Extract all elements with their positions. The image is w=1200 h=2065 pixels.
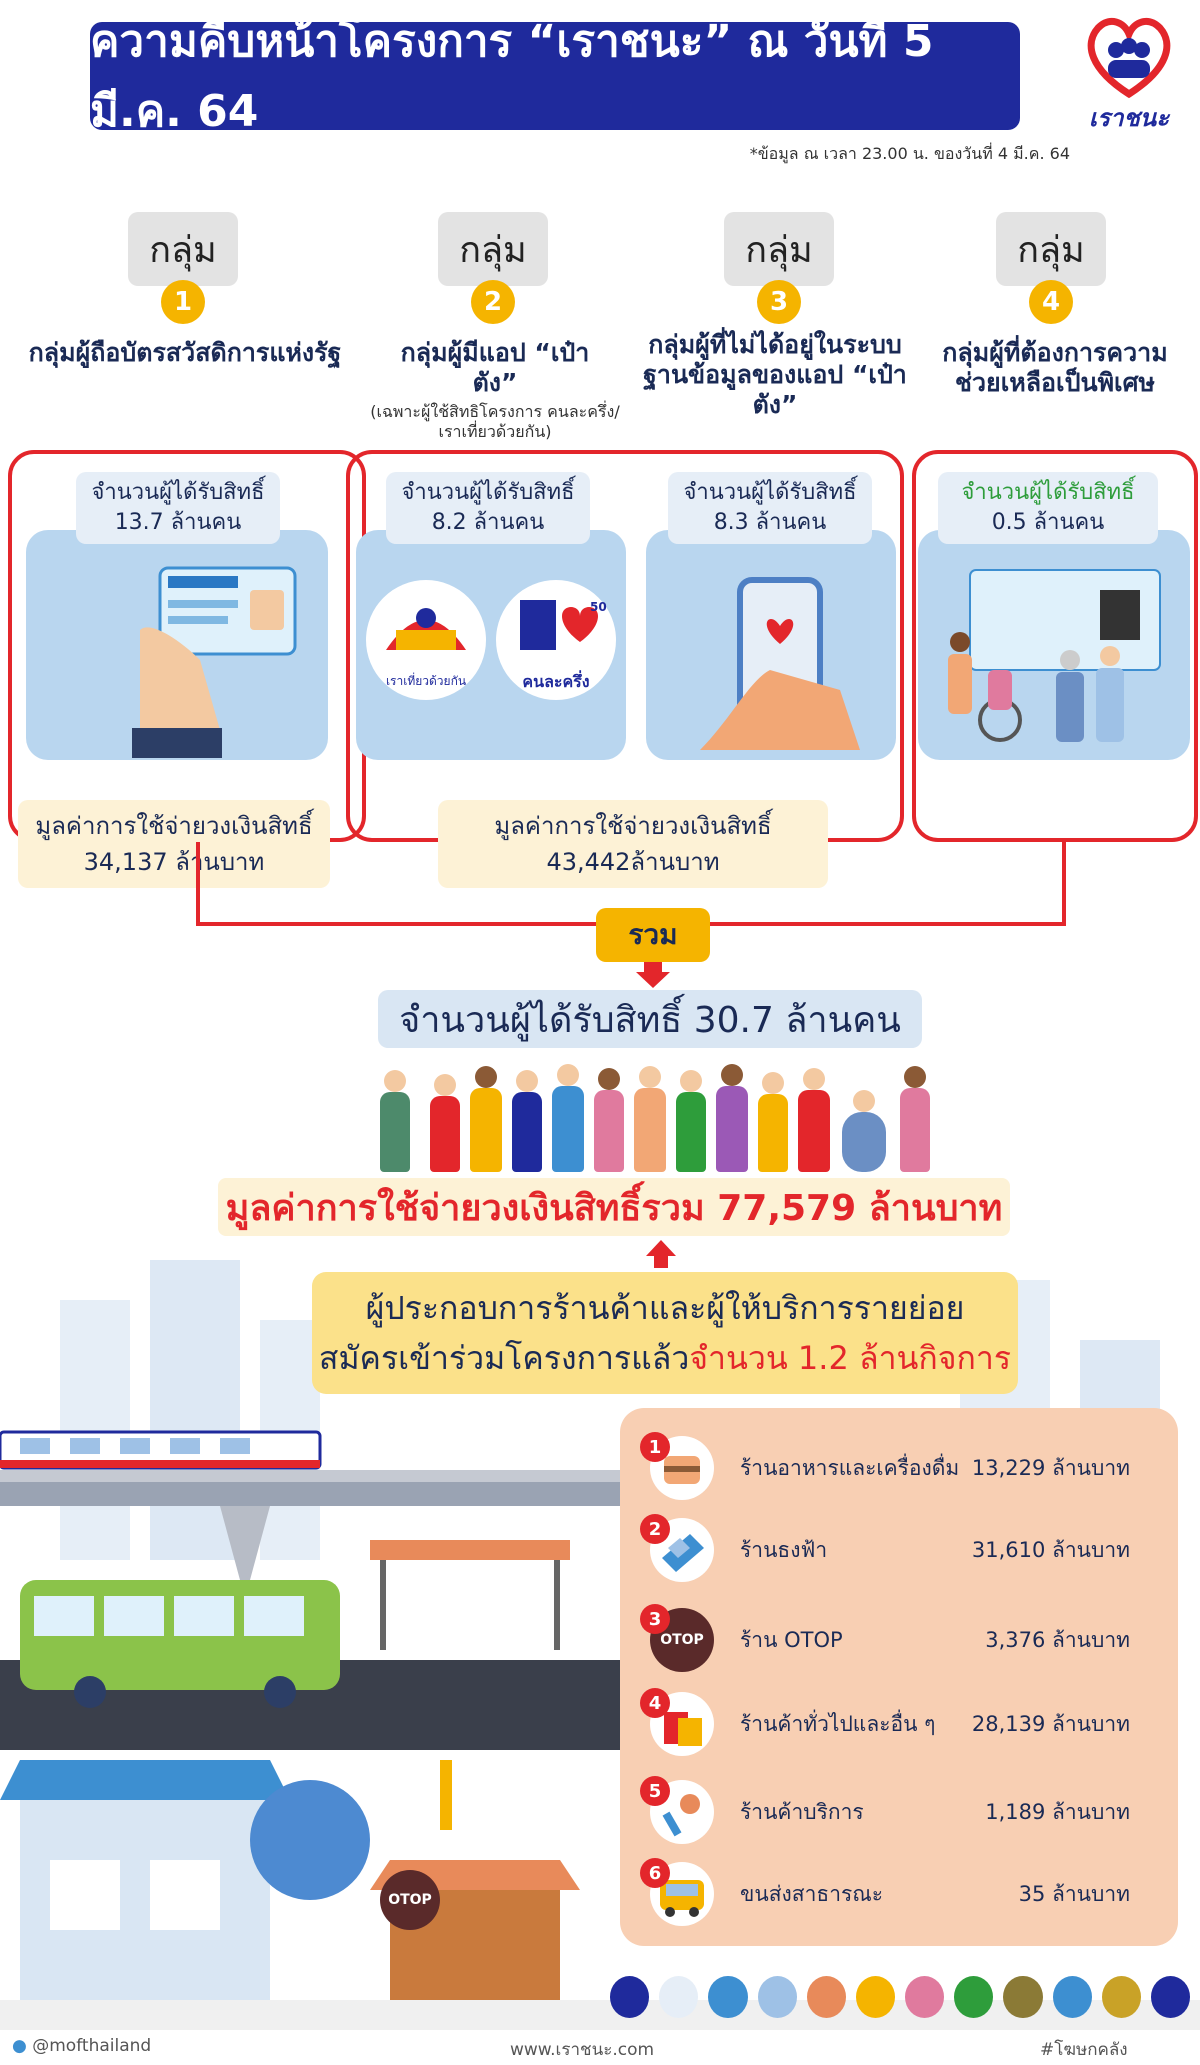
shop-name: ร้านอาหารและเครื่องดื่ม bbox=[740, 1456, 960, 1480]
shop-row: OTOP 3 ร้าน OTOP 3,376 ล้านบาท bbox=[640, 1604, 1160, 1674]
recipients-label: จำนวนผู้ได้รับสิทธิ์ bbox=[401, 480, 575, 505]
shop-value: 3,376 ล้านบาท bbox=[985, 1628, 1130, 1652]
hashtag: #โฆษกคลัง bbox=[1040, 2040, 1128, 2060]
shop-value: 1,189 ล้านบาท bbox=[985, 1800, 1130, 1824]
shop-value: 13,229 ล้านบาท bbox=[971, 1456, 1130, 1480]
shop-row: 2 ร้านธงฟ้า 31,610 ล้านบาท bbox=[640, 1514, 1160, 1584]
twitter-text: @mofthailand bbox=[32, 2036, 152, 2056]
group-4-name: กลุ่มผู้ที่ต้องการความช่วยเหลือเป็นพิเศษ bbox=[942, 338, 1168, 397]
group-2-3-spend: มูลค่าการใช้จ่ายวงเงินสิทธิ์ 43,442ล้านบ… bbox=[438, 800, 828, 888]
merchant-line-1: ผู้ประกอบการร้านค้าและผู้ให้บริการรายย่อ… bbox=[365, 1289, 965, 1327]
spend-value: 34,137 ล้านบาท bbox=[83, 848, 265, 876]
group-1-name: กลุ่มผู้ถือบัตรสวัสดิการแห่งรัฐ bbox=[28, 338, 342, 367]
group-4-number: 4 bbox=[1029, 280, 1073, 324]
group-1-tag: กลุ่ม bbox=[128, 212, 238, 286]
half-logo-text: คนละครึ่ง bbox=[522, 672, 590, 691]
shop-number: 6 bbox=[640, 1858, 670, 1888]
twitter-icon: ● bbox=[12, 2036, 27, 2056]
shop-value: 28,139 ล้านบาท bbox=[971, 1712, 1130, 1736]
merchant-line-2: สมัครเข้าร่วมโครงการแล้วจำนวน 1.2 ล้านกิ… bbox=[312, 1333, 1018, 1383]
otop-sign: OTOP bbox=[380, 1870, 440, 1930]
agency-logos bbox=[610, 1976, 1191, 2020]
shop-name: ร้านธงฟ้า bbox=[740, 1538, 828, 1562]
recipients-label: จำนวนผู้ได้รับสิทธิ์ bbox=[683, 480, 857, 505]
recipients-value: 0.5 ล้านคน bbox=[991, 510, 1105, 535]
twitter-handle: ● @mofthailand bbox=[12, 2036, 151, 2056]
group-2-recipients: จำนวนผู้ได้รับสิทธิ์ 8.2 ล้านคน bbox=[386, 472, 590, 544]
merchant-count: จำนวน 1.2 ล้านกิจการ bbox=[689, 1339, 1012, 1377]
merchant-summary: ผู้ประกอบการร้านค้าและผู้ให้บริการรายย่อ… bbox=[312, 1272, 1018, 1394]
connector-line bbox=[1062, 842, 1066, 926]
connector-line bbox=[196, 842, 200, 926]
half-half-logo: 50 คนละครึ่ง bbox=[496, 580, 616, 700]
travel-logo-text: เราเที่ยวด้วยกัน bbox=[385, 674, 467, 688]
otop-icon-text: OTOP bbox=[660, 1632, 704, 1648]
sum-tag: รวม bbox=[596, 908, 710, 962]
travel-together-logo: เราเที่ยวด้วยกัน bbox=[366, 580, 486, 700]
shop-value: 31,610 ล้านบาท bbox=[971, 1538, 1130, 1562]
logo-text: เราชนะ bbox=[1088, 104, 1170, 132]
recipients-value: 8.2 ล้านคน bbox=[431, 510, 545, 535]
spend-label: มูลค่าการใช้จ่ายวงเงินสิทธิ์ bbox=[35, 812, 313, 840]
shop-row: 5 ร้านค้าบริการ 1,189 ล้านบาท bbox=[640, 1776, 1160, 1846]
group-1-recipients: จำนวนผู้ได้รับสิทธิ์ 13.7 ล้านคน bbox=[76, 472, 280, 544]
shop-name: ร้านค้าบริการ bbox=[740, 1800, 864, 1824]
shop-number: 5 bbox=[640, 1776, 670, 1806]
shopping-bag-icon bbox=[650, 1692, 714, 1756]
group-2-tag: กลุ่ม bbox=[438, 212, 548, 286]
website-link[interactable]: www.เราชนะ.com bbox=[510, 2040, 655, 2060]
shop-number: 2 bbox=[640, 1514, 670, 1544]
half-logo-badge: 50 bbox=[590, 600, 607, 614]
shop-number: 1 bbox=[640, 1432, 670, 1462]
total-recipients: จำนวนผู้ได้รับสิทธิ์ 30.7 ล้านคน bbox=[378, 990, 922, 1048]
shop-number: 3 bbox=[640, 1604, 670, 1634]
welfare-card-icon bbox=[132, 566, 297, 758]
recipients-label: จำนวนผู้ได้รับสิทธิ์ bbox=[91, 480, 265, 505]
rachana-logo bbox=[1080, 14, 1178, 134]
shop-name: ร้าน OTOP bbox=[740, 1628, 843, 1652]
food-drink-icon bbox=[650, 1436, 714, 1500]
recipients-value: 13.7 ล้านคน bbox=[114, 510, 242, 535]
group-1-number: 1 bbox=[161, 280, 205, 324]
group-3-recipients: จำนวนผู้ได้รับสิทธิ์ 8.3 ล้านคน bbox=[668, 472, 872, 544]
recipients-value: 8.3 ล้านคน bbox=[713, 510, 827, 535]
spend-label: มูลค่าการใช้จ่ายวงเงินสิทธิ์ bbox=[494, 812, 772, 840]
shop-number: 4 bbox=[640, 1688, 670, 1718]
recipients-label: จำนวนผู้ได้รับสิทธิ์ bbox=[961, 480, 1135, 505]
group-3-tag: กลุ่ม bbox=[724, 212, 834, 286]
shop-name: ร้านค้าทั่วไปและอื่น ๆ bbox=[740, 1712, 936, 1736]
shop-value: 35 ล้านบาท bbox=[1018, 1882, 1130, 1906]
group-2-note: (เฉพาะผู้ใช้สิทธิโครงการ คนละครึ่ง/เราเท… bbox=[370, 402, 620, 441]
group-4-tag: กลุ่ม bbox=[996, 212, 1106, 286]
shop-row: 4 ร้านค้าทั่วไปและอื่น ๆ 28,139 ล้านบาท bbox=[640, 1688, 1160, 1758]
group-4-recipients: จำนวนผู้ได้รับสิทธิ์ 0.5 ล้านคน bbox=[938, 472, 1158, 544]
down-arrow-icon bbox=[636, 962, 670, 988]
smartphone-icon bbox=[700, 577, 860, 750]
group-4-frame bbox=[912, 450, 1198, 842]
data-note: *ข้อมูล ณ เวลา 23.00 น. ของวันที่ 4 มี.ค… bbox=[749, 144, 1070, 163]
shop-row: 1 ร้านอาหารและเครื่องดื่ม 13,229 ล้านบาท bbox=[640, 1432, 1160, 1502]
group-2-name: กลุ่มผู้มีแอป “เป๋าตัง” bbox=[400, 338, 590, 397]
shop-name: ขนส่งสาธารณะ bbox=[740, 1882, 884, 1906]
merchant-line-2-text: สมัครเข้าร่วมโครงการแล้ว bbox=[318, 1339, 690, 1377]
blue-flag-shop-icon bbox=[650, 1518, 714, 1582]
page-title: ความคืบหน้าโครงการ “เราชนะ” ณ วันที่ 5 ม… bbox=[90, 16, 1020, 137]
special-assist-illustration bbox=[948, 569, 1161, 742]
group-1-spend: มูลค่าการใช้จ่ายวงเงินสิทธิ์ 34,137 ล้าน… bbox=[18, 800, 330, 888]
shop-category-panel bbox=[620, 1408, 1178, 1946]
crowd-illustration bbox=[350, 1052, 950, 1176]
total-spend: มูลค่าการใช้จ่ายวงเงินสิทธิ์รวม 77,579 ล… bbox=[218, 1178, 1010, 1236]
spend-value: 43,442ล้านบาท bbox=[546, 848, 720, 876]
up-arrow-icon bbox=[646, 1240, 676, 1268]
shop-row: 6 ขนส่งสาธารณะ 35 ล้านบาท bbox=[640, 1858, 1160, 1928]
group-3-number: 3 bbox=[757, 280, 801, 324]
group-2-number: 2 bbox=[471, 280, 515, 324]
group-3-name: กลุ่มผู้ที่ไม่ได้อยู่ในระบบฐานข้อมูลของแ… bbox=[643, 330, 907, 419]
